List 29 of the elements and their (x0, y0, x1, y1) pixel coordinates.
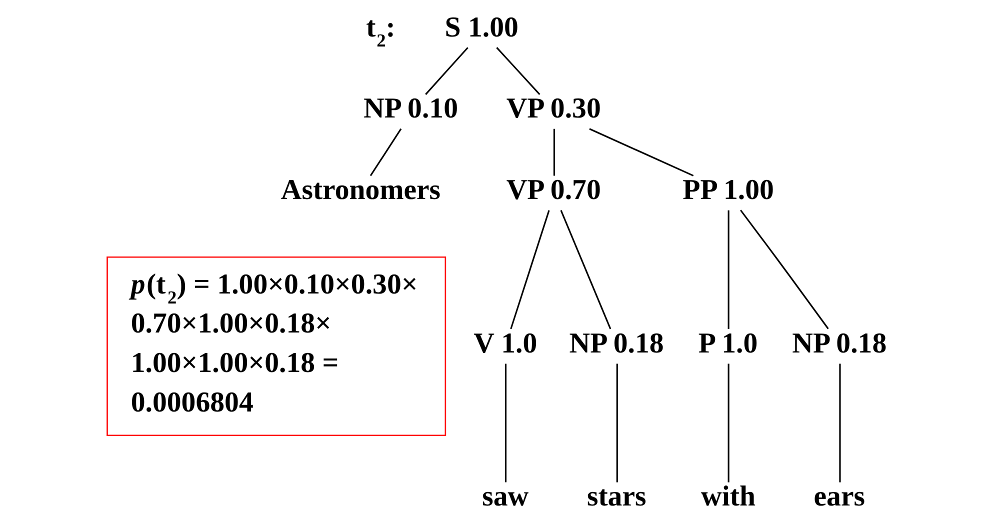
connector (560, 210, 611, 330)
connector (369, 128, 402, 176)
node-text: saw (482, 480, 528, 513)
node-text: ears (813, 480, 864, 513)
node-text: P 1.0 (698, 327, 758, 360)
node-text: with (700, 480, 756, 513)
connector (727, 210, 729, 329)
node-text: stars (586, 480, 646, 513)
connector (552, 128, 555, 176)
connector (616, 364, 618, 482)
connector (740, 210, 828, 330)
connector (504, 364, 506, 482)
connector (838, 364, 840, 482)
node-text: PP 1.00 (682, 174, 774, 206)
node-text: NP 0.18 (792, 327, 886, 360)
node-text: NP 0.10 (363, 92, 458, 125)
node-text: NP 0.18 (568, 327, 664, 360)
node-text: V 1.0 (473, 327, 537, 360)
connector (727, 364, 729, 482)
node-box: p(t$_{2}$) = 1.00×0.10×0.30× 0.70×1.00×0.18× 1.00×1.00×0.18 = 0.0006804 (106, 256, 446, 436)
node-text: VP 0.70 (506, 174, 600, 206)
node-text: Astronomers (280, 174, 440, 206)
connector (510, 210, 550, 330)
connector (424, 47, 468, 95)
connector (588, 128, 694, 176)
label: t$_{2}$: (366, 11, 395, 50)
node-text: VP 0.30 (506, 92, 600, 125)
node-text: S 1.00 (444, 11, 518, 44)
connector (496, 47, 540, 95)
